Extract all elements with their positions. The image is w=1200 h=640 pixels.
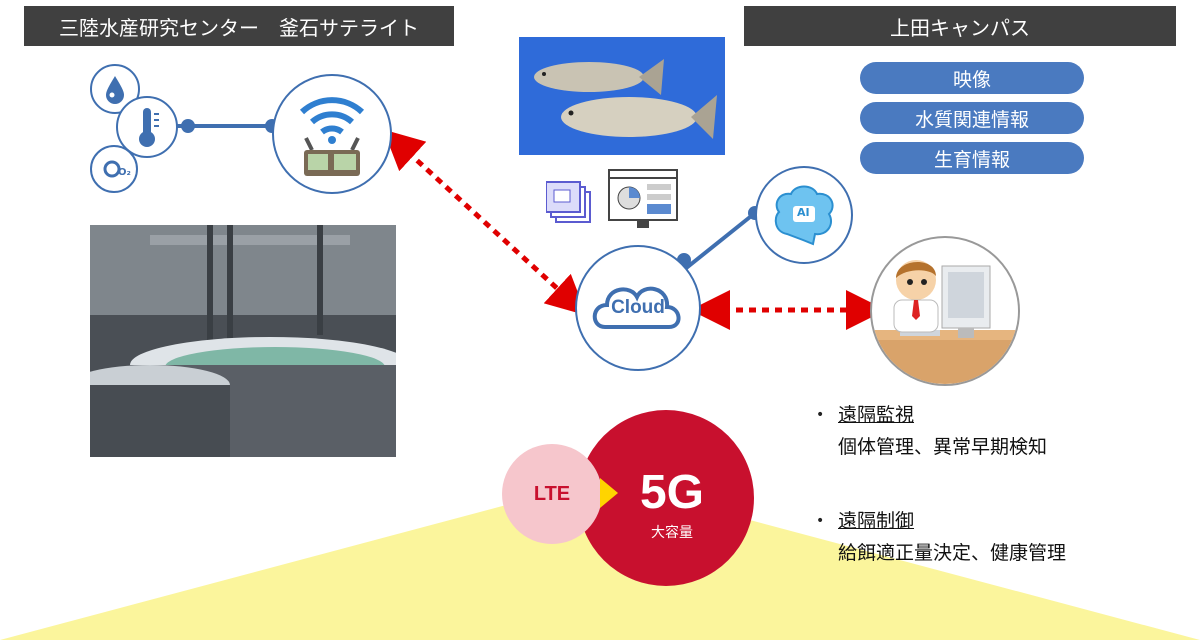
wifi-router-icon [272,74,392,194]
pill-growth: 生育情報 [860,142,1084,174]
pill-water-quality: 水質関連情報 [860,102,1084,134]
lte-circle [502,444,602,544]
person-at-computer-icon [870,236,1020,386]
bullet-dot-1: • [816,407,825,423]
bullet-title-monitoring: 遠隔監視 [838,404,915,426]
lte-label: LTE [533,483,571,505]
bullet-desc-monitoring: 個体管理、異常早期検知 [838,436,1048,458]
report-icon [545,180,602,230]
cloud-label: Cloud [611,297,665,318]
bullet-desc-control: 給餌適正量決定、健康管理 [838,542,1067,564]
right-header: 上田キャンパス [744,6,1176,46]
link-arrow-satellite-cloud [383,129,587,316]
g5-label: 5G [639,466,705,519]
cloud-icon: Cloud [575,245,701,371]
lte-to-5g-arrow-icon [600,478,618,508]
oxygen-icon: O₂ [90,145,138,193]
g5-sub-label: 大容量 [651,525,693,541]
fish-image [519,37,725,155]
bullet-dot-2: • [816,513,825,529]
thermometer-icon [116,96,178,158]
oxygen-label: O₂ [118,167,131,178]
pill-video: 映像 [860,62,1084,94]
ai-brain-icon: AI [755,166,853,264]
dashboard-icon [607,168,679,232]
left-header: 三陸水産研究センター 釜石サテライト [24,6,454,46]
bullet-title-control: 遠隔制御 [838,510,915,532]
ai-label: AI [797,206,810,219]
aquarium-photo [90,225,396,457]
